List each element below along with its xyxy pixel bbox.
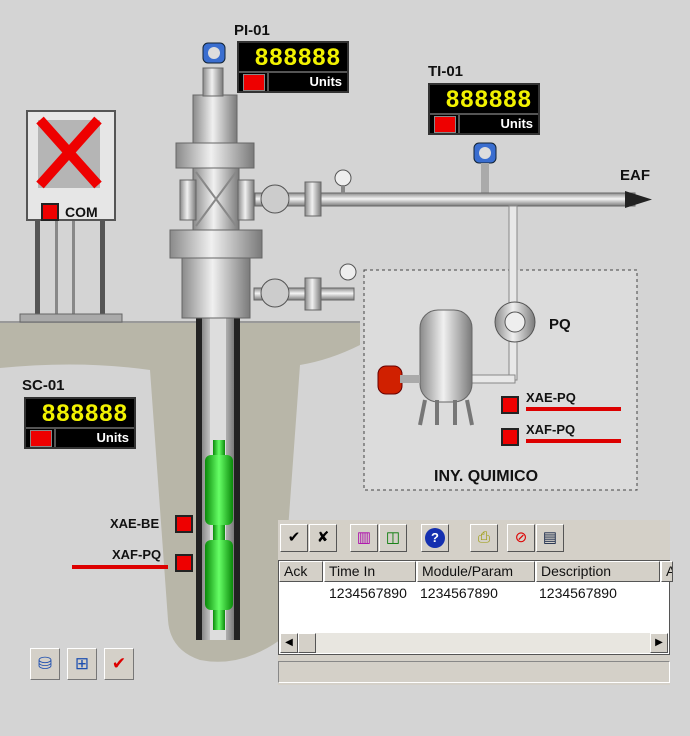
sc01-display[interactable]: 888888 Units: [24, 397, 136, 449]
tank-icon[interactable]: ⛁: [30, 648, 60, 680]
sc01-alarm-indicator: [30, 430, 52, 447]
check-icon[interactable]: ✔: [104, 648, 134, 680]
pi01-display[interactable]: 888888 Units: [237, 41, 349, 93]
status-bar: [278, 661, 670, 683]
xaf-pq-downhole-bar: [72, 565, 168, 569]
cell-module[interactable]: 1234567890: [420, 585, 498, 601]
xae-pq-label: XAE-PQ: [526, 390, 576, 405]
sc01-value: 888888: [26, 400, 134, 429]
ti01-label: TI-01: [428, 63, 464, 80]
xae-be-indicator[interactable]: [175, 515, 193, 533]
cell-time-in[interactable]: 1234567890: [329, 585, 407, 601]
col-header-module[interactable]: Module/Param: [417, 561, 535, 582]
sc01-label: SC-01: [22, 377, 65, 394]
filter-icon[interactable]: ▥: [350, 524, 378, 552]
xaf-pq-indicator[interactable]: [501, 428, 519, 446]
scroll-thumb[interactable]: [298, 633, 316, 653]
alarm-table: Ack Time In Module/Param Description A 1…: [278, 560, 673, 655]
ti01-alarm-indicator: [434, 116, 456, 133]
scroll-left-button[interactable]: ◀: [280, 633, 298, 653]
locate-icon[interactable]: ⎙: [470, 524, 498, 552]
pressure-transmitter-icon: [202, 42, 226, 64]
comm-fail-x-icon: [36, 116, 102, 189]
pi01-value: 888888: [239, 44, 347, 73]
col-header-description[interactable]: Description: [536, 561, 660, 582]
xaf-pq-downhole-label: XAF-PQ: [112, 547, 162, 562]
alarm-banner: ✔ ✘ ▥ ◫ ? ⎙ ⊘ ▤ Ack Time In Module/Param…: [278, 520, 673, 685]
xae-pq-bar: [526, 407, 621, 411]
temperature-transmitter-icon: [473, 142, 497, 193]
ti01-units: Units: [458, 114, 538, 133]
xaf-pq-bar: [526, 439, 621, 443]
horizontal-scrollbar[interactable]: ◀ ▶: [280, 633, 668, 653]
xae-pq-indicator[interactable]: [501, 396, 519, 414]
xae-be-label: XAE-BE: [110, 516, 160, 531]
layers-icon[interactable]: ▤: [536, 524, 564, 552]
pi01-units: Units: [267, 72, 347, 91]
ti01-value: 888888: [430, 86, 538, 115]
xaf-pq-downhole-indicator[interactable]: [175, 554, 193, 572]
sc01-units: Units: [54, 428, 134, 447]
pi01-alarm-indicator: [243, 74, 265, 91]
ti01-display[interactable]: 888888 Units: [428, 83, 540, 135]
flow-arrow-icon: [625, 191, 652, 208]
col-header-a[interactable]: A: [661, 561, 673, 582]
help-icon[interactable]: ?: [421, 524, 449, 552]
pq-pump-icon: [494, 301, 536, 343]
wing-valve-upper: [260, 169, 352, 217]
wing-valve-lower: [253, 263, 357, 311]
columns-icon[interactable]: ◫: [379, 524, 407, 552]
com-alarm-indicator[interactable]: [41, 203, 59, 221]
scroll-right-button[interactable]: ▶: [650, 633, 668, 653]
ack-icon[interactable]: ✔: [280, 524, 308, 552]
downhole-pump: [205, 440, 233, 630]
xaf-pq-label: XAF-PQ: [526, 422, 576, 437]
pq-label: PQ: [549, 316, 571, 333]
eaf-label: EAF: [620, 167, 650, 184]
wellhead: [169, 67, 263, 319]
motor-icon: [377, 365, 420, 395]
com-label: COM: [65, 204, 98, 220]
com-panel-stand: [19, 220, 123, 323]
col-header-ack[interactable]: Ack: [279, 561, 323, 582]
network-icon[interactable]: ⊞: [67, 648, 97, 680]
pi01-label: PI-01: [234, 22, 270, 39]
ack-all-icon[interactable]: ✘: [309, 524, 337, 552]
chem-injection-title: INY. QUIMICO: [434, 468, 539, 485]
suppress-icon[interactable]: ⊘: [507, 524, 535, 552]
ground: [0, 322, 360, 662]
cell-description[interactable]: 1234567890: [539, 585, 617, 601]
col-header-time-in[interactable]: Time In: [324, 561, 416, 582]
chemical-tank: [418, 309, 474, 426]
